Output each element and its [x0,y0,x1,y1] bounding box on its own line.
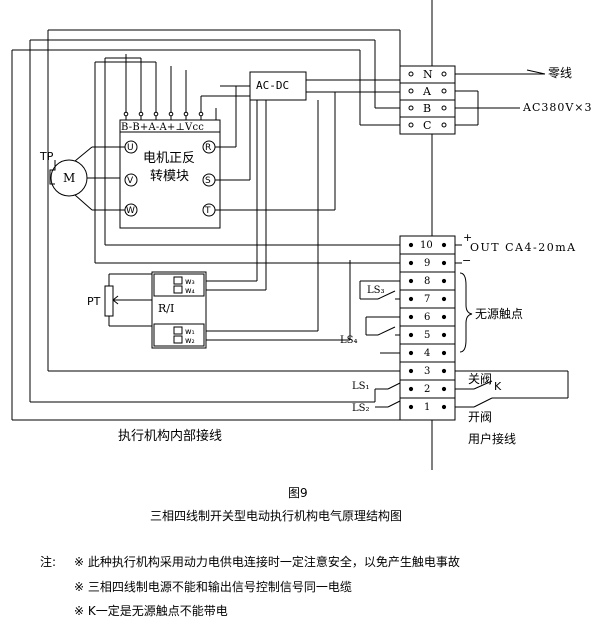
terminal-1: 1 [424,402,431,413]
ri-label: R/I [158,302,175,315]
terminal-t: T [205,206,211,216]
output-label: OUT CA4-20mA [470,241,577,254]
plus-sign: + [463,231,473,244]
user-wiring-label: 用户接线 [468,432,517,446]
winding-w2: w₂ [185,336,195,345]
terminal-9: 9 [424,258,431,269]
terminal-s: S [205,176,211,186]
note-3: ※ K一定是无源触点不能带电 [74,604,228,618]
terminal-a: A [423,85,431,98]
power-label: AC380V×3 [523,101,593,114]
terminal-v: V [127,176,134,186]
terminal-c: C [423,119,432,132]
limit-switch-ls2: LS₂ [352,403,370,414]
terminal-r: R [205,143,212,153]
terminal-2: 2 [424,384,431,395]
module-pins-label: B-B+A-A+⊥Vcc [121,122,205,133]
winding-w4: w₄ [185,286,195,295]
module-label-line2: 转模块 [150,169,190,184]
terminal-n: N [423,68,433,81]
terminal-6: 6 [424,312,431,323]
tp-label: TP [40,150,54,163]
potentiometer [104,285,114,317]
motor-symbol: M [63,171,76,185]
switch-k-label: K [494,380,502,393]
terminal-7: 7 [424,294,431,305]
close-valve-label: 关阀 [468,372,493,386]
terminal-8: 8 [424,276,431,287]
ac-dc-label: AC-DC [256,79,290,92]
passive-contacts-label: 无源触点 [475,307,524,321]
internal-wiring-label: 执行机构内部接线 [118,429,223,444]
ac-dc-box [249,71,307,101]
notes-prefix: 注: [40,555,57,569]
limit-switch-ls4: LS₄ [340,335,358,346]
limit-switch-ls1: LS₁ [352,381,370,392]
winding-w3: w₃ [185,277,195,286]
terminal-b: B [423,102,432,115]
limit-switch-ls3: LS₃ [367,285,385,296]
note-2: ※ 三相四线制电源不能和输出信号控制信号同一电缆 [74,580,352,594]
pt-label: PT [87,295,101,308]
minus-sign: − [462,254,472,267]
figure-number: 图9 [288,486,308,500]
terminal-5: 5 [424,330,431,341]
winding-w1: w₁ [185,327,195,336]
terminal-4: 4 [424,348,431,359]
terminal-w: W [126,206,135,216]
note-1: ※ 此种执行机构采用动力电供电连接时一定注意安全，以免产生触电事故 [74,555,460,569]
terminal-u: U [127,143,134,153]
module-label-line1: 电机正反 [143,151,196,166]
open-valve-label: 开阀 [468,410,493,424]
neutral-label: 零线 [548,66,573,80]
terminal-3: 3 [424,366,431,377]
terminal-10: 10 [420,240,433,251]
figure-caption: 三相四线制开关型电动执行机构电气原理结构图 [150,509,403,523]
